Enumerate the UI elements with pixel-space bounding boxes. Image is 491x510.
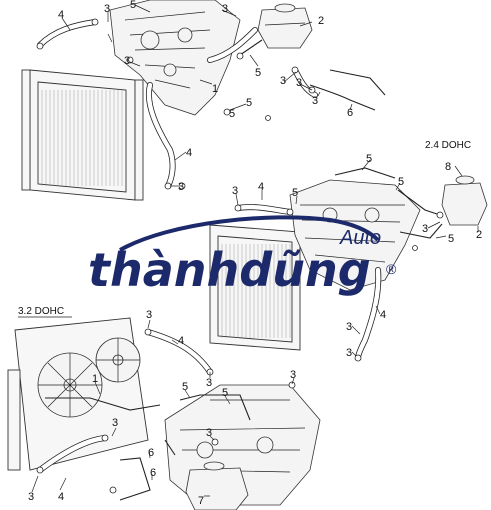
engine-label-2-4: 2.4 DOHC bbox=[425, 140, 471, 151]
top-engine bbox=[109, 0, 241, 116]
callout: 4 bbox=[258, 181, 264, 193]
callout: 2 bbox=[476, 229, 482, 241]
callout: 6 bbox=[148, 447, 154, 459]
watermark-mark: ® bbox=[386, 261, 397, 277]
watermark-sub: Auto bbox=[339, 227, 381, 249]
dohc24-radiator bbox=[209, 224, 301, 351]
callout: 3 bbox=[112, 417, 118, 429]
callout: 5 bbox=[292, 187, 298, 199]
callout: 3 bbox=[232, 185, 238, 197]
callout: 3 bbox=[312, 95, 318, 107]
dohc32-reservoir bbox=[185, 461, 249, 510]
callout: 6 bbox=[347, 107, 353, 119]
callout: 4 bbox=[178, 335, 184, 347]
callout: 4 bbox=[380, 309, 386, 321]
callout: 4 bbox=[186, 147, 192, 159]
callout: 3 bbox=[178, 181, 184, 193]
callout: 3 bbox=[28, 491, 34, 503]
watermark-swoosh bbox=[119, 215, 380, 252]
callout: 4 bbox=[58, 491, 64, 503]
dohc32-radiator bbox=[7, 317, 149, 471]
watermark-name: thànhdũng bbox=[88, 243, 371, 297]
callout: 5 bbox=[222, 387, 228, 399]
callout: 7 bbox=[198, 495, 204, 507]
callout: 3 bbox=[422, 223, 428, 235]
callout: 3 bbox=[124, 55, 130, 67]
callout: 5 bbox=[448, 233, 454, 245]
top-radiator bbox=[21, 69, 144, 201]
watermark-logo: thànhdũng Auto ® bbox=[88, 215, 397, 297]
callout: 3 bbox=[346, 321, 352, 333]
callout: 3 bbox=[104, 3, 110, 15]
callout: 5 bbox=[255, 67, 261, 79]
callout: 3 bbox=[206, 427, 212, 439]
callout: 3 bbox=[290, 369, 296, 381]
callout: 5 bbox=[366, 153, 372, 165]
callout: 2 bbox=[318, 15, 324, 27]
dohc24-assembly: 2.4 DOHC bbox=[209, 140, 488, 362]
engine-label-3-2: 3.2 DOHC bbox=[18, 306, 64, 317]
callout: 5 bbox=[130, 0, 136, 11]
callout: 3 bbox=[146, 309, 152, 321]
callout: 3 bbox=[222, 3, 228, 15]
callout: 6 bbox=[150, 467, 156, 479]
callout: 1 bbox=[92, 373, 98, 385]
callout: 5 bbox=[398, 176, 404, 188]
callout: 5 bbox=[229, 108, 235, 120]
dohc32-assembly: 3.2 DOHC bbox=[7, 306, 321, 510]
callout: 3 bbox=[296, 77, 302, 89]
dohc24-reservoir bbox=[441, 175, 488, 226]
top-assembly: 4 3 5 3 2 5 1 3 5 3 3 3 6 5 4 3 bbox=[21, 0, 386, 201]
callout: 3 bbox=[280, 75, 286, 87]
callout: 5 bbox=[182, 381, 188, 393]
callout: 3 bbox=[346, 347, 352, 359]
callout: 1 bbox=[212, 83, 218, 95]
callout: 5 bbox=[246, 97, 252, 109]
top-reservoir bbox=[257, 3, 313, 49]
callout: 8 bbox=[445, 161, 451, 173]
callout: 3 bbox=[206, 377, 212, 389]
callout: 4 bbox=[58, 9, 64, 21]
